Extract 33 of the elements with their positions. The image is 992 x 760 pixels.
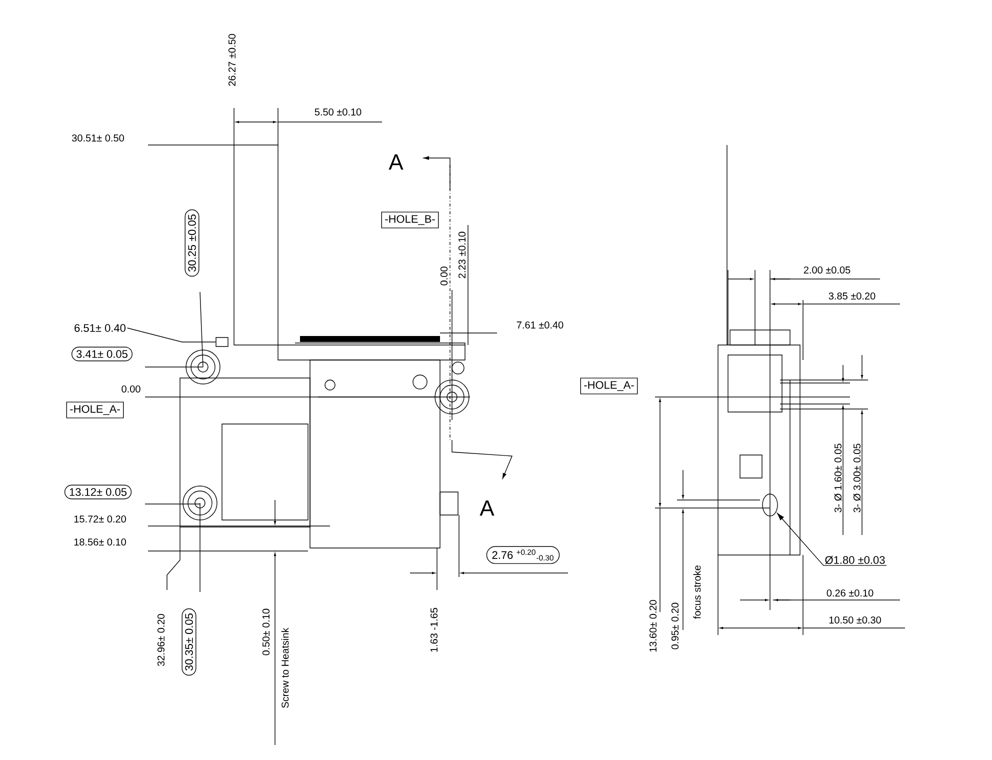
dimension-text: 6.51± 0.40	[74, 324, 126, 332]
leader-line	[777, 513, 887, 566]
dimension-text: 2.23 ±0.10	[458, 232, 466, 278]
dimension-text: 0.50± 0.10	[262, 608, 270, 656]
dimension-text: 18.56± 0.10	[74, 538, 126, 546]
dimension-text: Ø1.80 ±0.03	[825, 556, 885, 564]
dimension-text: 0.00	[122, 385, 140, 393]
dimension-text: 13.60± 0.20	[649, 600, 657, 652]
dimension-text: 3- Ø 3.00± 0.05	[853, 444, 861, 512]
dimension-text: 3- Ø 1.60± 0.05	[834, 444, 842, 512]
datum-box: -HOLE_B-	[381, 212, 439, 228]
dimension-text: Screw to Heatsink	[281, 628, 289, 708]
dimension-text: 3.85 ±0.20	[828, 292, 876, 300]
dimension-text: 15.72± 0.20	[74, 515, 126, 523]
dimension-text: 32.96± 0.20	[157, 614, 165, 666]
dimension-text: 2.00 ±0.05	[804, 266, 850, 274]
dimension-text: 30.51± 0.50	[72, 134, 124, 142]
section-letter: A	[388, 154, 404, 170]
section-letter: A	[480, 500, 494, 516]
dimension-text: 7.61 ±0.40	[516, 321, 564, 329]
hole	[762, 494, 778, 516]
dimension-text: 1.63 -1.65	[430, 608, 438, 652]
mounting-tab	[216, 337, 228, 347]
dimension-text: focus stroke	[693, 566, 701, 619]
dimension-text: 10.50 ±0.30	[829, 616, 881, 624]
datum-box: -HOLE_A-	[580, 378, 638, 394]
dimension-text: 26.27 ±0.50	[228, 34, 236, 86]
dimension-text: 5.50 ±0.10	[314, 108, 362, 116]
dimension-text: 0.26 ±0.10	[826, 589, 874, 597]
dimension-text: 0.95± 0.20	[671, 602, 679, 650]
dimension-text: 0.00	[440, 266, 448, 286]
datum-box: -HOLE_A-	[66, 402, 124, 418]
leader-line	[126, 328, 216, 342]
